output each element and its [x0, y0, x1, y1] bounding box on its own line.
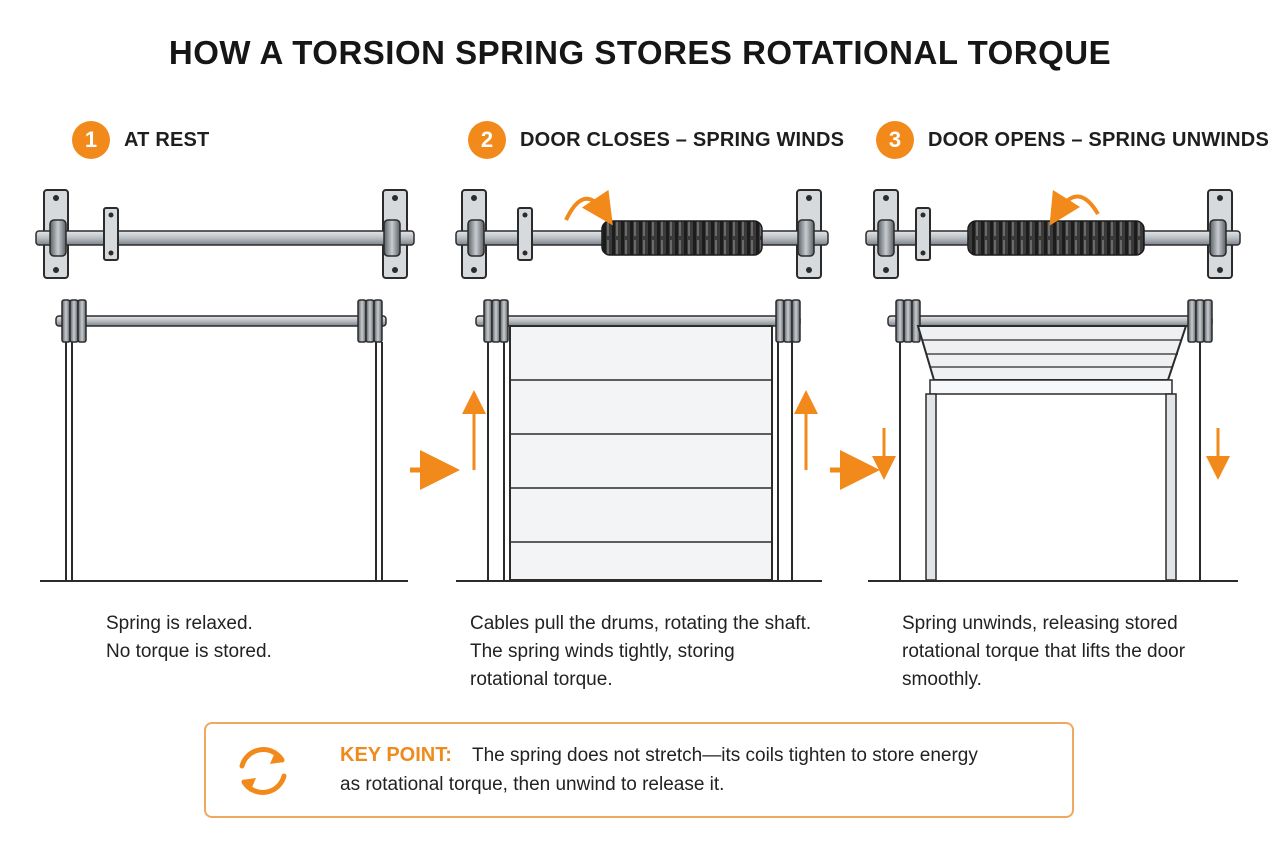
- refresh-cycle-icon: [239, 747, 287, 795]
- description-line: rotational torque.: [470, 669, 613, 690]
- panel-3-description: Spring unwinds, releasing stored rotatio…: [902, 610, 1185, 694]
- panel-1-description: Spring is relaxed. No torque is stored.: [106, 610, 272, 666]
- page-title: HOW A TORSION SPRING STORES ROTATIONAL T…: [168, 34, 1112, 71]
- cable-drum-right: [357, 299, 383, 343]
- panel-3-header: 3 DOOR OPENS – SPRING UNWINDS: [876, 120, 1269, 160]
- garage-door-closed: [509, 325, 773, 581]
- key-point-text-line-2: as rotational torque, then unwind to rel…: [340, 774, 725, 795]
- torsion-spring-wound: [601, 220, 763, 256]
- panel-1-header: 1 AT REST: [72, 120, 209, 160]
- rotate-clockwise-arrow-icon: [564, 189, 613, 226]
- description-line: Spring is relaxed.: [106, 613, 253, 634]
- cable-drum-left: [61, 299, 87, 343]
- garage-door-open: [916, 325, 1188, 381]
- description-line: No torque is stored.: [106, 641, 272, 662]
- panel-2-header: 2 DOOR CLOSES – SPRING WINDS: [468, 120, 844, 160]
- center-bracket: [103, 207, 119, 261]
- description-line: Spring unwinds, releasing stored: [902, 613, 1178, 634]
- panel-1-assembly: [35, 189, 415, 582]
- description-line: smoothly.: [902, 669, 982, 690]
- panel-3-title: DOOR OPENS – SPRING UNWINDS: [928, 128, 1269, 151]
- rotate-counterclockwise-arrow-icon: [1049, 189, 1100, 226]
- panel-1-title: AT REST: [124, 128, 210, 151]
- key-point-box: KEY POINT: The spring does not stretch—i…: [204, 722, 1074, 818]
- torsion-shaft: [35, 230, 415, 246]
- step-badge-1: 1: [72, 121, 110, 159]
- torsion-spring-illustration: [35, 189, 1241, 582]
- description-line: The spring winds tightly, storing: [470, 641, 735, 662]
- panel-2-title: DOOR CLOSES – SPRING WINDS: [520, 128, 845, 151]
- panel-3-assembly: [865, 189, 1241, 582]
- description-line: rotational torque that lifts the door: [902, 641, 1186, 662]
- torsion-spring-unwinding: [967, 220, 1145, 256]
- panel-2-assembly: [455, 189, 829, 582]
- key-point-text-line-1: The spring does not stretch—its coils ti…: [472, 745, 978, 766]
- step-badge-2: 2: [468, 121, 506, 159]
- step-badge-3: 3: [876, 121, 914, 159]
- key-point-label: KEY POINT:: [340, 744, 452, 766]
- panel-2-description: Cables pull the drums, rotating the shaf…: [470, 610, 811, 694]
- description-line: Cables pull the drums, rotating the shaf…: [470, 613, 812, 634]
